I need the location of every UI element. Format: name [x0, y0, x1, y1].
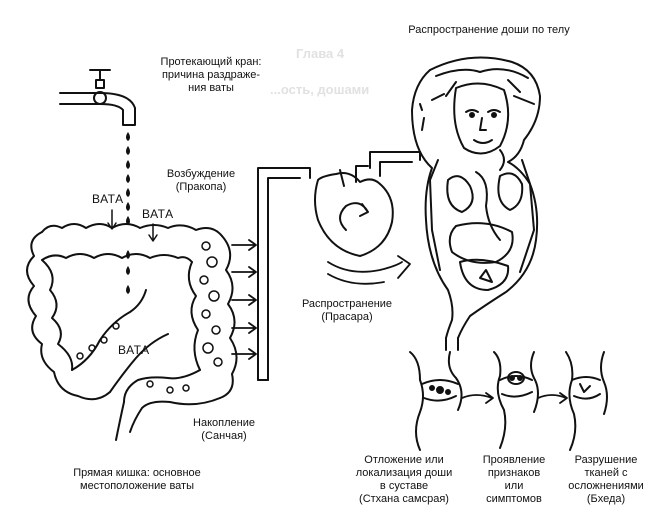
joint-1-illustration — [409, 351, 463, 451]
stage-accumulation-label: Накопление (Санчая) — [193, 417, 255, 442]
vata-arrows-icon — [107, 209, 158, 242]
ghost-subheading: ...ость, дошами — [270, 82, 370, 97]
stage-spread-label: Распространение (Прасара) — [301, 298, 393, 323]
vata-label-2: ВАТА — [142, 207, 174, 221]
progression-arrows-icon — [461, 392, 568, 404]
vessel-to-body — [369, 151, 421, 177]
joint-2-illustration — [493, 351, 539, 449]
spread-arrow-icon — [327, 255, 411, 285]
stage-destruction-label: Разрушение тканей с осложнениями (Бхеда) — [568, 454, 644, 505]
stage-localization-label: Отложение или локализация доши в суставе… — [355, 454, 453, 505]
drip-drops-icon — [126, 132, 130, 294]
body-illustration — [411, 56, 541, 351]
colon-illustration — [26, 223, 238, 441]
colon-contents — [76, 241, 223, 394]
ghost-heading: Глава 4 — [296, 46, 345, 61]
stage-manifestation-label: Проявление признаков или симптомов — [482, 454, 546, 505]
joint-3-illustration — [565, 351, 608, 451]
overflow-arrows-icon — [231, 239, 257, 360]
vata-label-3: ВАТА — [118, 343, 150, 357]
faucet-label: Протекающий кран: причина раздраже- ния … — [160, 56, 262, 94]
stage-provocation-label: Возбуждение (Пракопа) — [166, 168, 236, 193]
channel-pipe — [257, 167, 311, 381]
title: Распространение доши по телу — [408, 24, 570, 36]
heart-icon — [314, 165, 394, 257]
rectum-label: Прямая кишка: основное местоположение ва… — [73, 467, 201, 492]
vata-label-1: ВАТА — [92, 192, 124, 206]
faucet-icon — [59, 69, 136, 126]
